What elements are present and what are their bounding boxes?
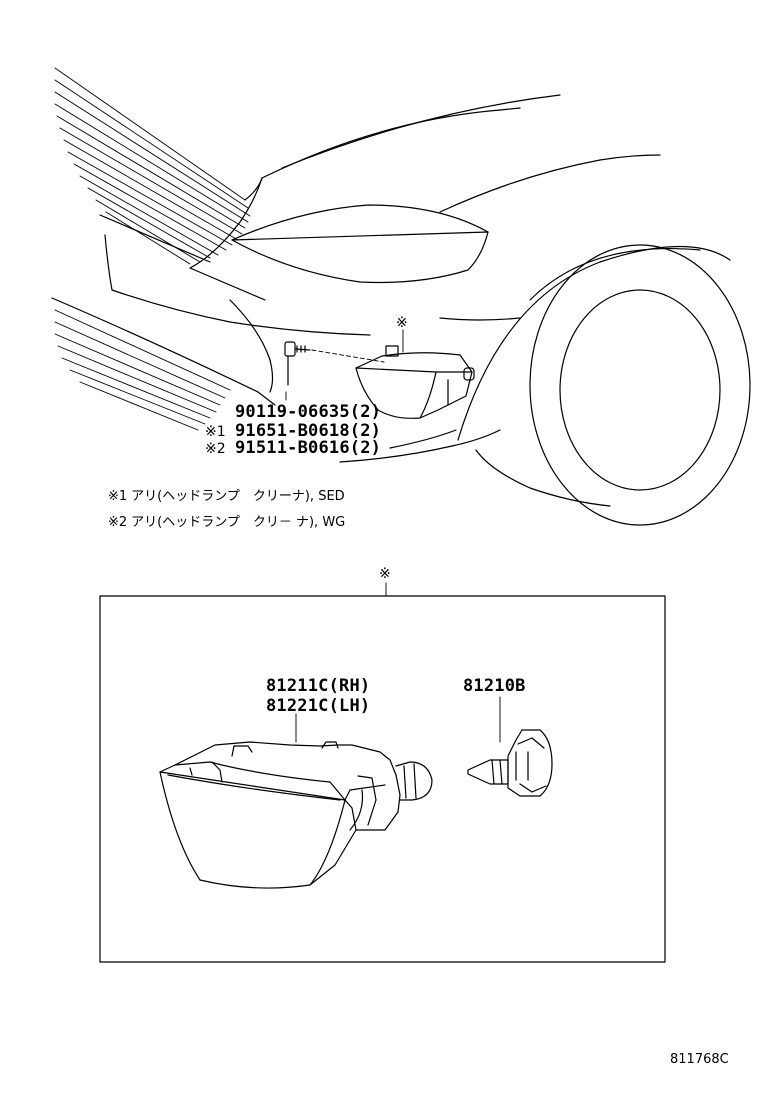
bumper-outline	[51, 234, 521, 463]
callout-clip1-part-number[interactable]: 91651-B0618(2)	[235, 421, 382, 441]
detail-fog-lamp	[159, 741, 433, 889]
note-2-marker: ※2	[108, 515, 128, 530]
lamp-marker: ※	[396, 315, 408, 331]
headlamp-outline	[231, 204, 489, 284]
detail-box-marker: ※	[379, 566, 391, 582]
wheel-outline	[457, 244, 751, 526]
note-1-marker: ※1	[108, 489, 128, 504]
note-2-text: アリ(ヘッドランプ クリ－ ナ), WG	[131, 515, 346, 530]
leader-lines	[285, 329, 404, 401]
note-1-text: アリ(ヘッドランプ クリーナ), SED	[131, 489, 345, 504]
installed-fog-lamp	[355, 345, 475, 419]
bulb-part-number[interactable]: 81210B	[463, 676, 526, 696]
lamp-rh-part-number[interactable]: 81211C(RH)	[266, 676, 371, 696]
callout-clip2-marker: ※2	[205, 441, 226, 457]
figure-code: 811768C	[670, 1052, 729, 1067]
callout-bolt-part-number[interactable]: 90119-06635(2)	[235, 402, 382, 422]
lamp-lh-part-number[interactable]: 81221C(LH)	[266, 696, 371, 716]
detail-leaders	[295, 696, 501, 743]
callout-clip1-marker: ※1	[205, 424, 226, 440]
grille-lines	[54, 67, 263, 269]
detail-box-frame	[99, 595, 666, 963]
hood-outline	[99, 94, 661, 301]
detail-bulb	[467, 729, 553, 797]
callout-clip2-part-number[interactable]: 91511-B0616(2)	[235, 438, 382, 458]
bolt-part	[284, 341, 311, 386]
